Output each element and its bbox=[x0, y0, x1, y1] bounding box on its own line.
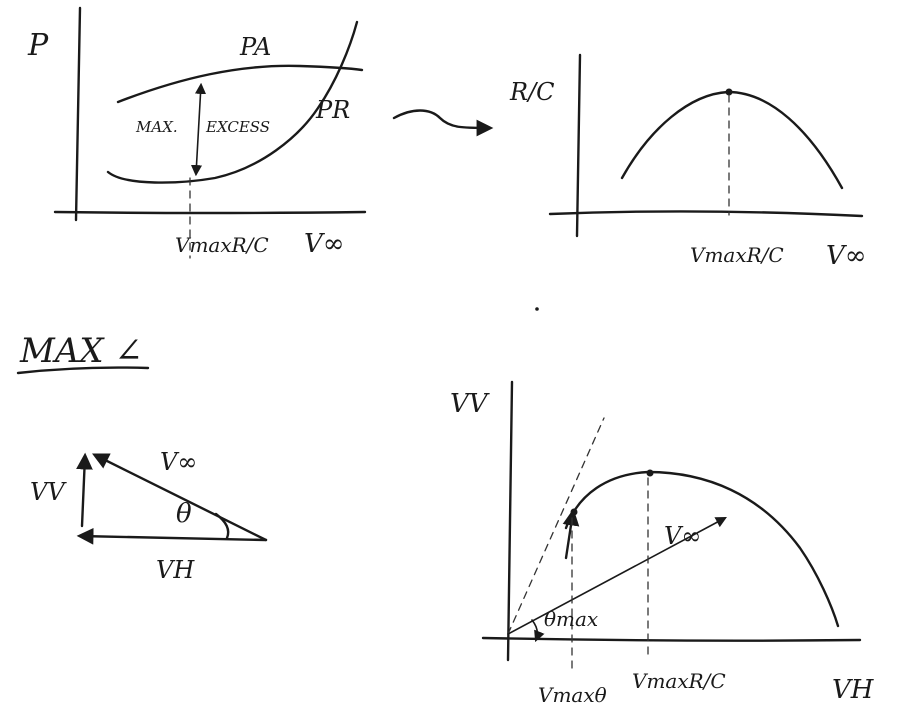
theta-arc bbox=[214, 512, 230, 540]
hodo-vmax-rc-label: VmaxR/C bbox=[632, 669, 726, 693]
power-required-label: PR bbox=[315, 96, 350, 124]
rc-x-label: V∞ bbox=[826, 241, 866, 271]
tangent-dashed-line bbox=[507, 417, 605, 635]
transition-arrow bbox=[392, 109, 494, 137]
rate-of-climb-panel: R/C VmaxR/C V∞ bbox=[509, 53, 866, 271]
hypotenuse-vector bbox=[91, 453, 268, 542]
rc-y-label: R/C bbox=[509, 78, 555, 106]
power-x-label: V∞ bbox=[304, 229, 344, 259]
power-required-curve bbox=[106, 20, 359, 184]
triangle-theta-label: θ bbox=[176, 499, 192, 529]
power-y-label: P bbox=[27, 28, 49, 63]
theta-max-arc bbox=[531, 619, 545, 643]
max-label: MAX. bbox=[135, 118, 178, 136]
hodo-y-axis bbox=[506, 380, 514, 662]
velocity-vector bbox=[507, 516, 727, 635]
hodograph-panel: VV V∞ θmax Vmaxθ VmaxR/C VH bbox=[450, 380, 875, 707]
section-heading-underline bbox=[16, 366, 150, 375]
section-heading: MAX ∠ bbox=[19, 331, 143, 371]
max-excess-arrow bbox=[190, 82, 207, 177]
tangent-point bbox=[570, 508, 578, 516]
triangle-vinf-label: V∞ bbox=[160, 448, 197, 476]
rc-x-axis bbox=[548, 210, 864, 218]
power-available-label: PA bbox=[239, 33, 271, 61]
power-available-curve bbox=[116, 64, 364, 104]
stray-dot bbox=[535, 307, 539, 311]
power-y-axis bbox=[74, 6, 82, 222]
power-x-axis bbox=[53, 210, 367, 215]
hodo-x-label: VH bbox=[832, 675, 875, 705]
power-curve-panel: P PA PR MAX. EXCESS VmaxR/C V∞ bbox=[27, 6, 367, 259]
max-rc-point bbox=[646, 469, 654, 477]
triangle-vh-label: VH bbox=[156, 556, 195, 584]
velocity-triangle-panel: VV V∞ θ VH bbox=[30, 448, 268, 584]
hodo-curve bbox=[564, 470, 840, 628]
hodo-vinf-label: V∞ bbox=[664, 522, 701, 550]
excess-label: EXCESS bbox=[205, 118, 270, 136]
horizontal-vector bbox=[76, 527, 268, 545]
hodo-y-label: VV bbox=[450, 389, 490, 419]
theta-max-label: θmax bbox=[544, 607, 598, 631]
vmax-theta-label: Vmaxθ bbox=[538, 683, 607, 707]
rc-max-point bbox=[725, 88, 733, 96]
power-vmax-rc-label: VmaxR/C bbox=[175, 233, 269, 257]
hodo-x-axis bbox=[481, 636, 862, 642]
rc-y-axis bbox=[575, 53, 582, 238]
rc-vmax-label: VmaxR/C bbox=[690, 243, 784, 267]
triangle-vv-label: VV bbox=[30, 478, 67, 506]
rc-curve bbox=[620, 90, 844, 190]
vertical-vector bbox=[76, 452, 93, 528]
max-angle-section: MAX ∠ bbox=[16, 331, 150, 375]
